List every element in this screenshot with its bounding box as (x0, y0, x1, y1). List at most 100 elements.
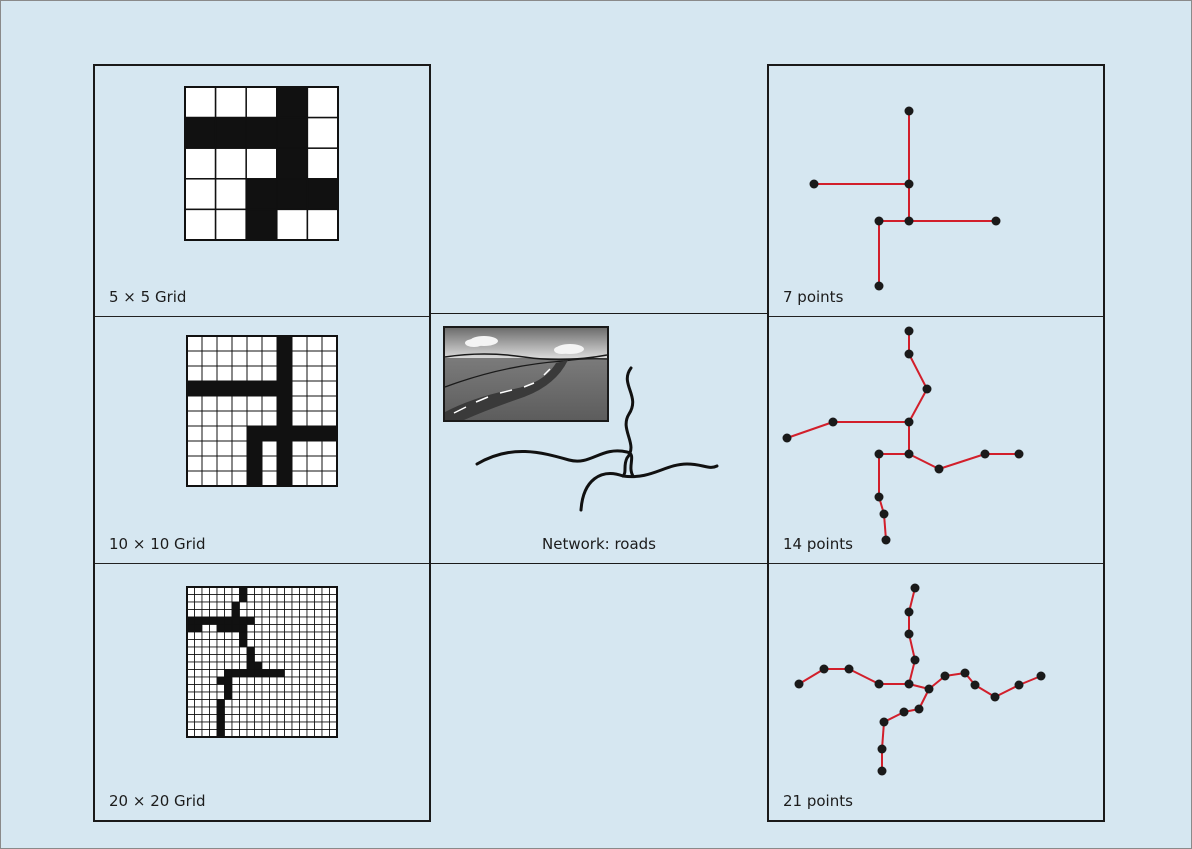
grid-cell (202, 715, 210, 723)
grid-cell (247, 396, 262, 411)
vector-cell-7: 7 points (769, 66, 1103, 316)
grid-cell (210, 662, 218, 670)
grid-cell (217, 336, 232, 351)
grid-cell (232, 411, 247, 426)
grid-cell (300, 730, 308, 738)
grid-cell (307, 692, 315, 700)
grid-cell (210, 677, 218, 685)
grid-cell (255, 640, 263, 648)
grid-cell (285, 647, 293, 655)
grid-cell (185, 209, 216, 240)
grid-cell (225, 685, 233, 693)
network-vertex (875, 680, 884, 689)
grid-cell (247, 381, 262, 396)
grid-cell (225, 715, 233, 723)
grid-cell (292, 602, 300, 610)
grid-cell (285, 632, 293, 640)
grid-cell (187, 662, 195, 670)
grid-cell (277, 685, 285, 693)
grid-cell (247, 602, 255, 610)
grid-cell (210, 655, 218, 663)
grid-cell (255, 625, 263, 633)
grid-cell (240, 617, 248, 625)
grid-cell (247, 677, 255, 685)
grid-cell (292, 441, 307, 456)
grid-cell (217, 625, 225, 633)
grid-cell (262, 700, 270, 708)
grid-cell (322, 351, 337, 366)
grid-cell (277, 625, 285, 633)
grid-cell (187, 730, 195, 738)
grid-cell (217, 632, 225, 640)
grid-cell (187, 471, 202, 486)
grid-cell (217, 722, 225, 730)
grid-cell (217, 381, 232, 396)
grid-cell (262, 640, 270, 648)
grid-cell (202, 610, 210, 618)
grid-cell (195, 632, 203, 640)
grid-cell (307, 610, 315, 618)
grid-cell (307, 700, 315, 708)
grid-cell (255, 587, 263, 595)
grid-cell (292, 336, 307, 351)
grid-cell (216, 118, 247, 149)
grid-cell (285, 715, 293, 723)
grid-cell (202, 602, 210, 610)
grid-cell (322, 707, 330, 715)
grid-cell (277, 677, 285, 685)
grid-cell (232, 677, 240, 685)
grid-cell (277, 411, 292, 426)
grid-cell (277, 381, 292, 396)
grid-cell (247, 456, 262, 471)
grid-cell (225, 692, 233, 700)
grid-cell (292, 396, 307, 411)
grid-cell (270, 677, 278, 685)
grid-cell (210, 692, 218, 700)
grid-cell (307, 381, 322, 396)
grid-cell (300, 677, 308, 685)
grid-cell (217, 456, 232, 471)
grid-cell (202, 670, 210, 678)
grid-cell (225, 632, 233, 640)
grid-cell (330, 707, 338, 715)
grid-cell (225, 625, 233, 633)
grid-cell (195, 595, 203, 603)
grid-cell (232, 471, 247, 486)
grid-cell (322, 625, 330, 633)
grid-cell (330, 587, 338, 595)
grid-cell (277, 148, 308, 179)
grid-cell (187, 396, 202, 411)
grid-cell (187, 655, 195, 663)
grid-cell (240, 610, 248, 618)
grid-cell (270, 655, 278, 663)
grid-cell (315, 587, 323, 595)
network-vertex (882, 536, 891, 545)
grid-cell (187, 640, 195, 648)
grid-cell (202, 456, 217, 471)
grid-cell (262, 670, 270, 678)
grid-cell (285, 617, 293, 625)
grid-cell (255, 700, 263, 708)
grid-cell (240, 632, 248, 640)
grid-cell (300, 692, 308, 700)
grid-cell (217, 685, 225, 693)
grid-cell (292, 411, 307, 426)
network-edge (909, 354, 927, 389)
grid-cell (315, 595, 323, 603)
grid-cell (315, 677, 323, 685)
grid-cell (246, 179, 277, 210)
network-vertex (981, 450, 990, 459)
network-vertex (941, 672, 950, 681)
grid-cell (262, 396, 277, 411)
grid-cell (307, 617, 315, 625)
network-vertex (783, 434, 792, 443)
grid-cell (187, 381, 202, 396)
grid-cell (247, 722, 255, 730)
grid-cell (322, 685, 330, 693)
grid-cell (185, 179, 216, 210)
grid-cell (247, 647, 255, 655)
grid-cell (232, 396, 247, 411)
grid-cell (232, 655, 240, 663)
grid-cell (285, 602, 293, 610)
grid-cell (285, 730, 293, 738)
